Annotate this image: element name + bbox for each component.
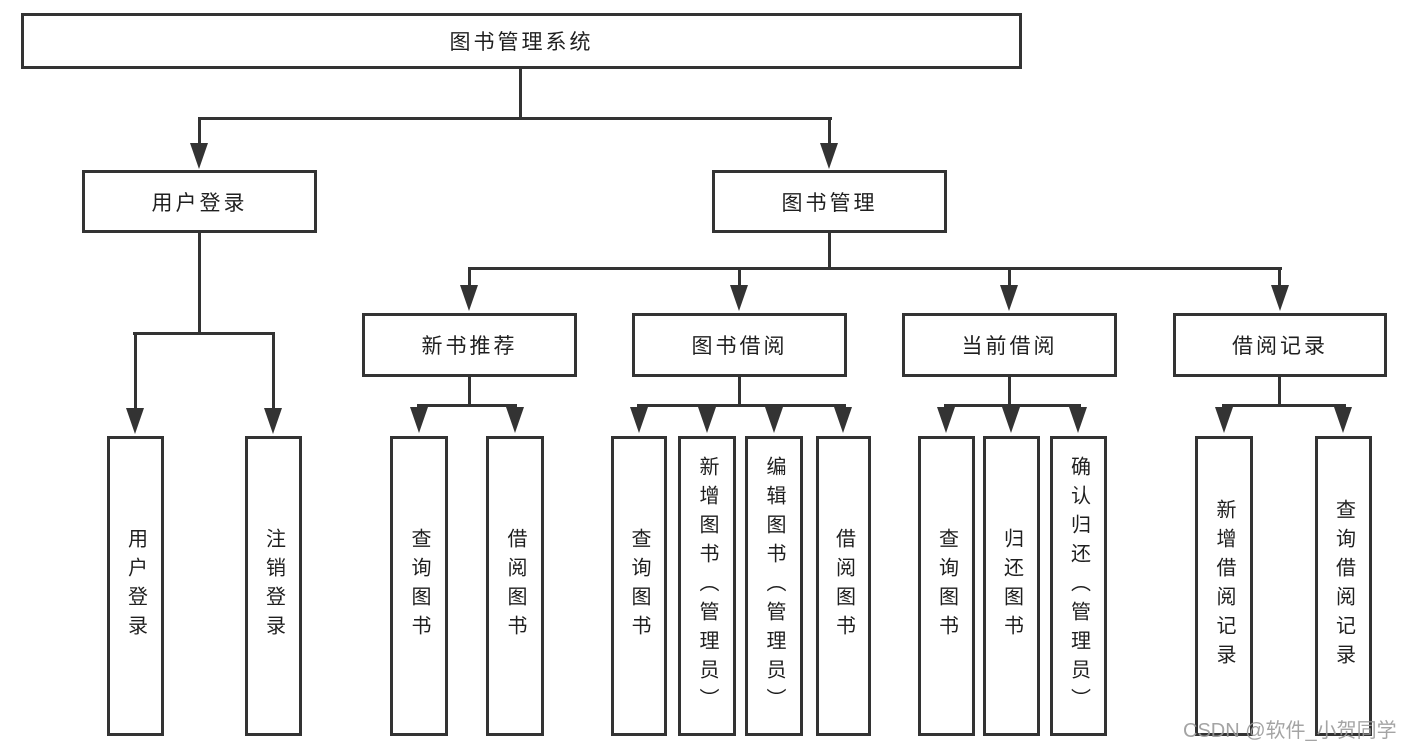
connector-vline (198, 233, 201, 334)
node-label: 查询图书 (628, 528, 650, 644)
connector-vline (738, 267, 741, 285)
connector-hline (198, 117, 832, 120)
arrow-down-icon (630, 407, 648, 433)
arrow-down-icon (506, 407, 524, 433)
node-library-management-system: 图书管理系统 (21, 13, 1022, 69)
connector-vline (738, 377, 741, 407)
leaf-user-login: 用户登录 (107, 436, 164, 736)
leaf-query-books-recommend: 查询图书 (390, 436, 448, 736)
node-label: 查询图书 (408, 528, 430, 644)
connector-hline (468, 267, 1282, 270)
leaf-borrow-books-recommend: 借阅图书 (486, 436, 544, 736)
leaf-query-borrow-record: 查询借阅记录 (1315, 436, 1372, 736)
connector-vline (828, 233, 831, 270)
node-label: 注销登录 (262, 528, 285, 644)
connector-hline (944, 404, 1081, 407)
node-label: 借阅图书 (504, 528, 526, 644)
arrow-down-icon (820, 143, 838, 169)
arrow-down-icon (765, 407, 783, 433)
leaf-borrow-books-borrowing: 借阅图书 (816, 436, 871, 736)
connector-vline (1278, 267, 1281, 285)
connector-vline (468, 267, 471, 285)
node-book-management: 图书管理 (712, 170, 947, 233)
node-label: 借阅图书 (832, 528, 855, 644)
arrow-down-icon (698, 407, 716, 433)
arrow-down-icon (190, 143, 208, 169)
node-label: 确认归还（管理员） (1067, 455, 1090, 717)
connector-vline (272, 332, 275, 410)
arrow-down-icon (410, 407, 428, 433)
arrow-down-icon (126, 408, 144, 434)
node-label: 编辑图书（管理员） (763, 455, 785, 717)
arrow-down-icon (1334, 407, 1352, 433)
node-label: 用户登录 (151, 191, 248, 215)
leaf-logout-login: 注销登录 (245, 436, 302, 736)
node-label: 图书借阅 (691, 335, 788, 358)
watermark: CSDN @软件_小贺同学 (1183, 720, 1397, 742)
arrow-down-icon (1069, 407, 1087, 433)
connector-vline (198, 117, 201, 145)
leaf-add-books-admin: 新增图书（管理员） (678, 436, 736, 736)
connector-vline (519, 69, 522, 120)
arrow-down-icon (937, 407, 955, 433)
node-new-book-recommendation: 新书推荐 (362, 313, 577, 377)
node-label: 归还图书 (1000, 528, 1023, 644)
connector-vline (468, 377, 471, 407)
node-label: 新书推荐 (421, 335, 518, 358)
leaf-edit-books-admin: 编辑图书（管理员） (745, 436, 803, 736)
connector-vline (828, 117, 831, 145)
arrow-down-icon (460, 285, 478, 311)
connector-vline (134, 332, 137, 410)
node-label: 当前借阅 (961, 335, 1058, 358)
node-label: 借阅记录 (1232, 335, 1328, 358)
node-label: 查询借阅记录 (1332, 499, 1355, 673)
arrow-down-icon (264, 408, 282, 434)
node-label: 查询图书 (935, 528, 958, 644)
arrow-down-icon (834, 407, 852, 433)
node-label: 图书管理 (781, 191, 878, 215)
leaf-query-books-borrowing: 查询图书 (611, 436, 667, 736)
leaf-confirm-return-admin: 确认归还（管理员） (1050, 436, 1107, 736)
node-label: 图书管理系统 (449, 31, 594, 54)
connector-hline (637, 404, 846, 407)
arrow-down-icon (1002, 407, 1020, 433)
connector-hline (1222, 404, 1346, 407)
node-current-borrowing: 当前借阅 (902, 313, 1117, 377)
node-user-login: 用户登录 (82, 170, 317, 233)
node-label: 新增图书（管理员） (696, 455, 718, 717)
connector-vline (1008, 377, 1011, 407)
arrow-down-icon (1271, 285, 1289, 311)
connector-vline (1278, 377, 1281, 407)
arrow-down-icon (1000, 285, 1018, 311)
leaf-return-books: 归还图书 (983, 436, 1040, 736)
connector-hline (133, 332, 275, 335)
leaf-query-books-current: 查询图书 (918, 436, 975, 736)
leaf-add-borrow-record: 新增借阅记录 (1195, 436, 1253, 736)
connector-hline (417, 404, 517, 407)
node-label: 用户登录 (124, 528, 147, 644)
arrow-down-icon (1215, 407, 1233, 433)
arrow-down-icon (730, 285, 748, 311)
node-borrowing-records: 借阅记录 (1173, 313, 1387, 377)
connector-vline (1008, 267, 1011, 285)
node-book-borrowing: 图书借阅 (632, 313, 847, 377)
node-label: 新增借阅记录 (1213, 499, 1235, 673)
